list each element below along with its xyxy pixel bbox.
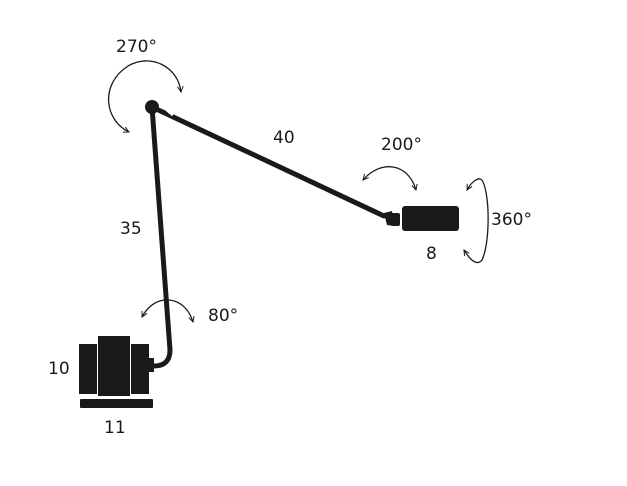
lower-arm-length-label: 35 bbox=[120, 219, 142, 239]
lamp-head bbox=[384, 206, 459, 231]
lower-arm bbox=[149, 104, 173, 369]
head-spin-rotation-arrow bbox=[464, 178, 489, 264]
base-joint-rotation-arrow bbox=[141, 299, 193, 322]
top-joint bbox=[145, 100, 159, 114]
top-joint-rotation-arrow bbox=[107, 60, 181, 133]
top-joint-rotation-label: 270° bbox=[116, 37, 157, 57]
base-width-label: 11 bbox=[104, 418, 126, 438]
head-spin-rotation-label: 360° bbox=[491, 210, 532, 230]
base-joint-rotation-label: 80° bbox=[208, 306, 238, 326]
upper-arm-length-label: 40 bbox=[273, 128, 295, 148]
head-joint-rotation-label: 200° bbox=[381, 135, 422, 155]
upper-arm bbox=[149, 104, 387, 219]
base-right-block bbox=[131, 344, 149, 394]
base-left-block bbox=[79, 344, 97, 394]
head-body bbox=[402, 206, 459, 231]
head-size-label: 8 bbox=[426, 244, 437, 264]
base-knob bbox=[149, 358, 154, 372]
lamp-base bbox=[79, 336, 154, 408]
head-joint-rotation-arrow bbox=[363, 166, 416, 190]
base-plate bbox=[80, 399, 153, 408]
base-height-label: 10 bbox=[48, 359, 70, 379]
head-joint-block bbox=[391, 213, 400, 226]
base-center-block bbox=[98, 336, 130, 396]
